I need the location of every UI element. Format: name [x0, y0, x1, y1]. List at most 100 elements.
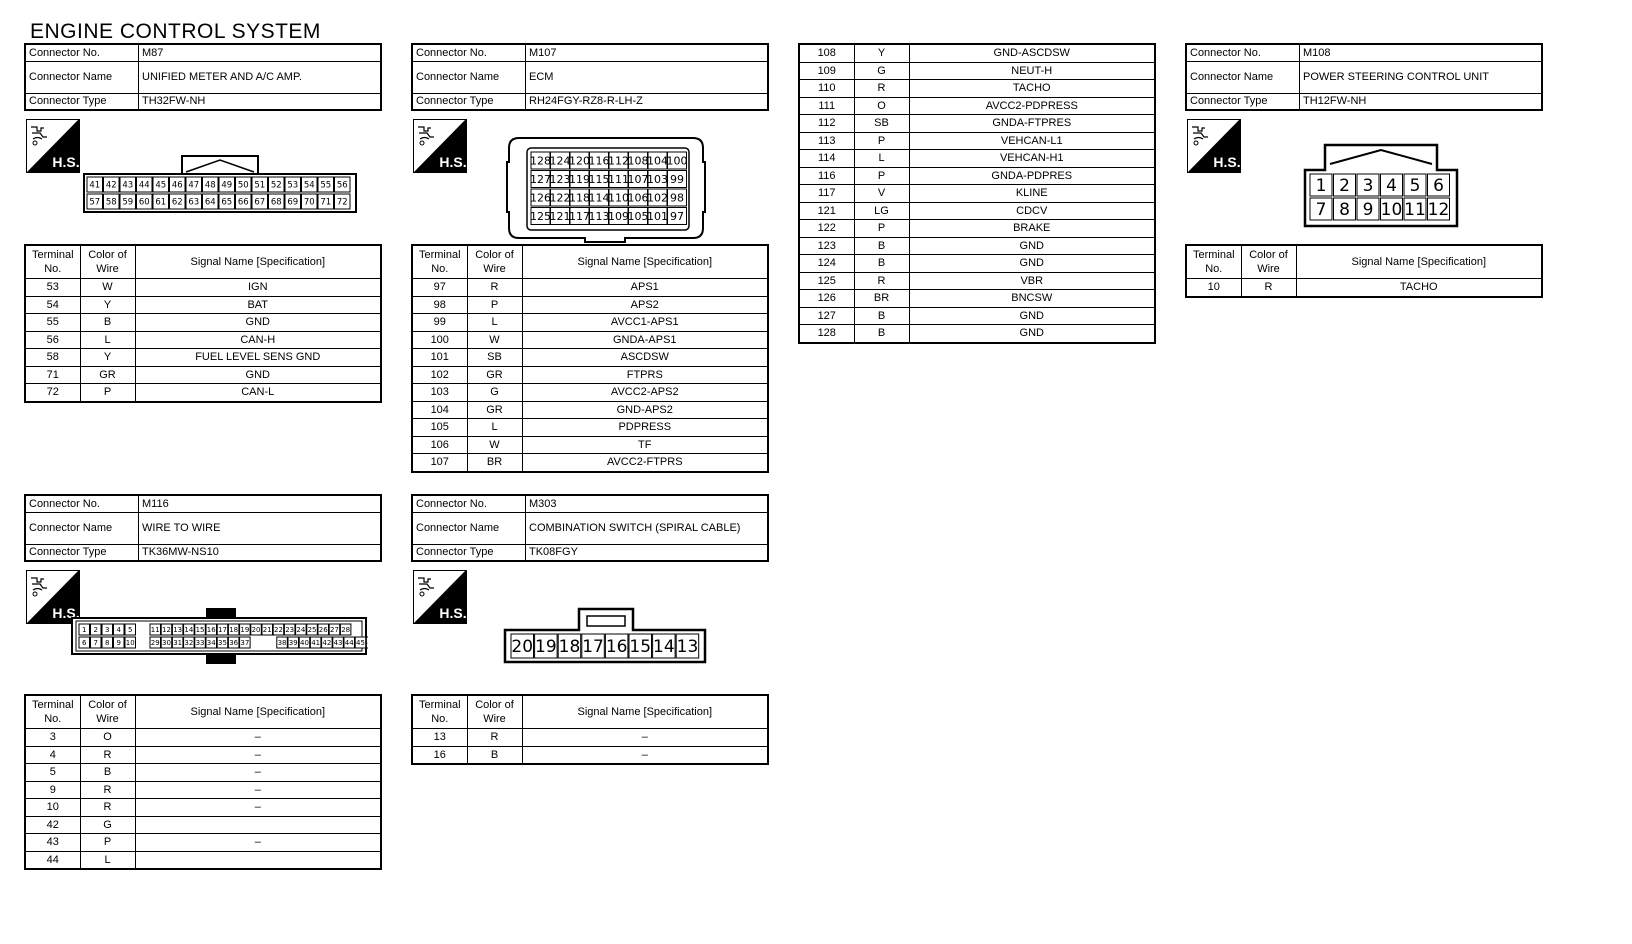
pin-number: 123	[550, 173, 571, 186]
connector-no-value: M108	[1299, 43, 1543, 62]
wire-color-cell: O	[853, 96, 910, 115]
connector-no-label: Connector No.	[411, 43, 526, 62]
connector-type-value: TK36MW-NS10	[138, 543, 382, 562]
signal-name-cell: APS2	[521, 295, 769, 314]
signal-name-cell: APS1	[521, 278, 769, 297]
wire-color-cell: Y	[79, 348, 136, 367]
connector-no-label: Connector No.	[411, 494, 526, 513]
wire-color-cell: B	[853, 254, 910, 273]
connector-name-value: WIRE TO WIRE	[138, 511, 382, 545]
hs-badge: H.S.	[26, 570, 80, 624]
pin-cell	[1427, 173, 1450, 197]
pin-number: 7	[94, 639, 98, 647]
pin-cell	[251, 193, 268, 210]
pin-number: 53	[287, 181, 298, 191]
signal-name-cell: CAN-H	[134, 330, 382, 349]
signal-name-cell: FTPRS	[521, 365, 769, 384]
pin-number: 38	[278, 639, 287, 647]
pin-cell	[628, 633, 652, 659]
pin-cell	[667, 188, 687, 207]
pin-cell	[103, 193, 120, 210]
pin-cell	[160, 623, 173, 636]
pin-cell	[251, 176, 268, 193]
pin-cell	[124, 636, 136, 649]
wire-color-cell: R	[853, 79, 910, 98]
pin-cell	[1333, 197, 1356, 221]
pin-number: 66	[238, 198, 249, 208]
pin-cell	[216, 623, 229, 636]
pin-number: 2	[94, 626, 98, 634]
pin-cell	[194, 636, 206, 649]
pin-cell	[90, 636, 102, 649]
signal-name-cell: IGN	[134, 278, 382, 297]
pin-number: 98	[670, 191, 684, 204]
pin-cell	[365, 636, 368, 649]
pin-cell	[667, 151, 687, 170]
terminal-no-header: Terminal No.	[411, 244, 468, 279]
pin-cell	[557, 633, 582, 659]
wire-color-cell: GR	[79, 365, 136, 384]
pin-number: 5	[1410, 176, 1421, 196]
pin-cell	[306, 623, 318, 636]
pin-cell	[317, 193, 334, 210]
wire-color-cell: O	[79, 728, 136, 747]
terminal-no-cell: 105	[411, 418, 468, 437]
pin-cell	[86, 193, 103, 210]
pin-cell	[317, 176, 334, 193]
signal-name-cell: GND-APS2	[521, 400, 769, 419]
pin-number: 6	[82, 639, 87, 647]
terminal-no-header: Terminal No.	[411, 694, 468, 729]
hs-badge: H.S.	[413, 570, 467, 624]
wire-color-cell: W	[466, 330, 523, 349]
connector-no-value: M107	[525, 43, 769, 62]
pin-number: 105	[628, 210, 649, 223]
pin-number: 49	[221, 181, 232, 191]
signal-name-cell: BNCSW	[908, 289, 1156, 308]
terminal-table: Terminal No. Color of Wire Signal Name […	[24, 694, 382, 870]
pin-cell	[103, 176, 120, 193]
wire-color-cell: B	[466, 745, 523, 765]
signal-name-header: Signal Name [Specification]	[521, 694, 769, 729]
terminal-no-cell: 4	[24, 745, 81, 764]
pin-cell	[152, 176, 169, 193]
pin-number: 118	[569, 191, 590, 204]
pin-number: 36	[229, 639, 238, 647]
terminal-no-cell: 104	[411, 400, 468, 419]
wire-color-cell: L	[79, 330, 136, 349]
pin-cell	[343, 636, 355, 649]
hs-harness-side-icon: H.S.	[26, 119, 80, 173]
pin-cell	[235, 176, 252, 193]
pin-number: 19	[535, 637, 557, 657]
pin-cell	[261, 623, 273, 636]
pin-number: 60	[139, 198, 150, 208]
pin-cell	[667, 207, 687, 225]
signal-name-cell: AVCC2-FTPRS	[521, 453, 769, 472]
terminal-no-header: Terminal No.	[24, 244, 81, 279]
pin-number: 63	[188, 198, 199, 208]
signal-name-cell: GNDA-FTPRES	[908, 114, 1156, 133]
pin-cell	[171, 623, 184, 636]
pin-number: 8	[1339, 200, 1350, 220]
pin-number: 114	[589, 191, 610, 204]
